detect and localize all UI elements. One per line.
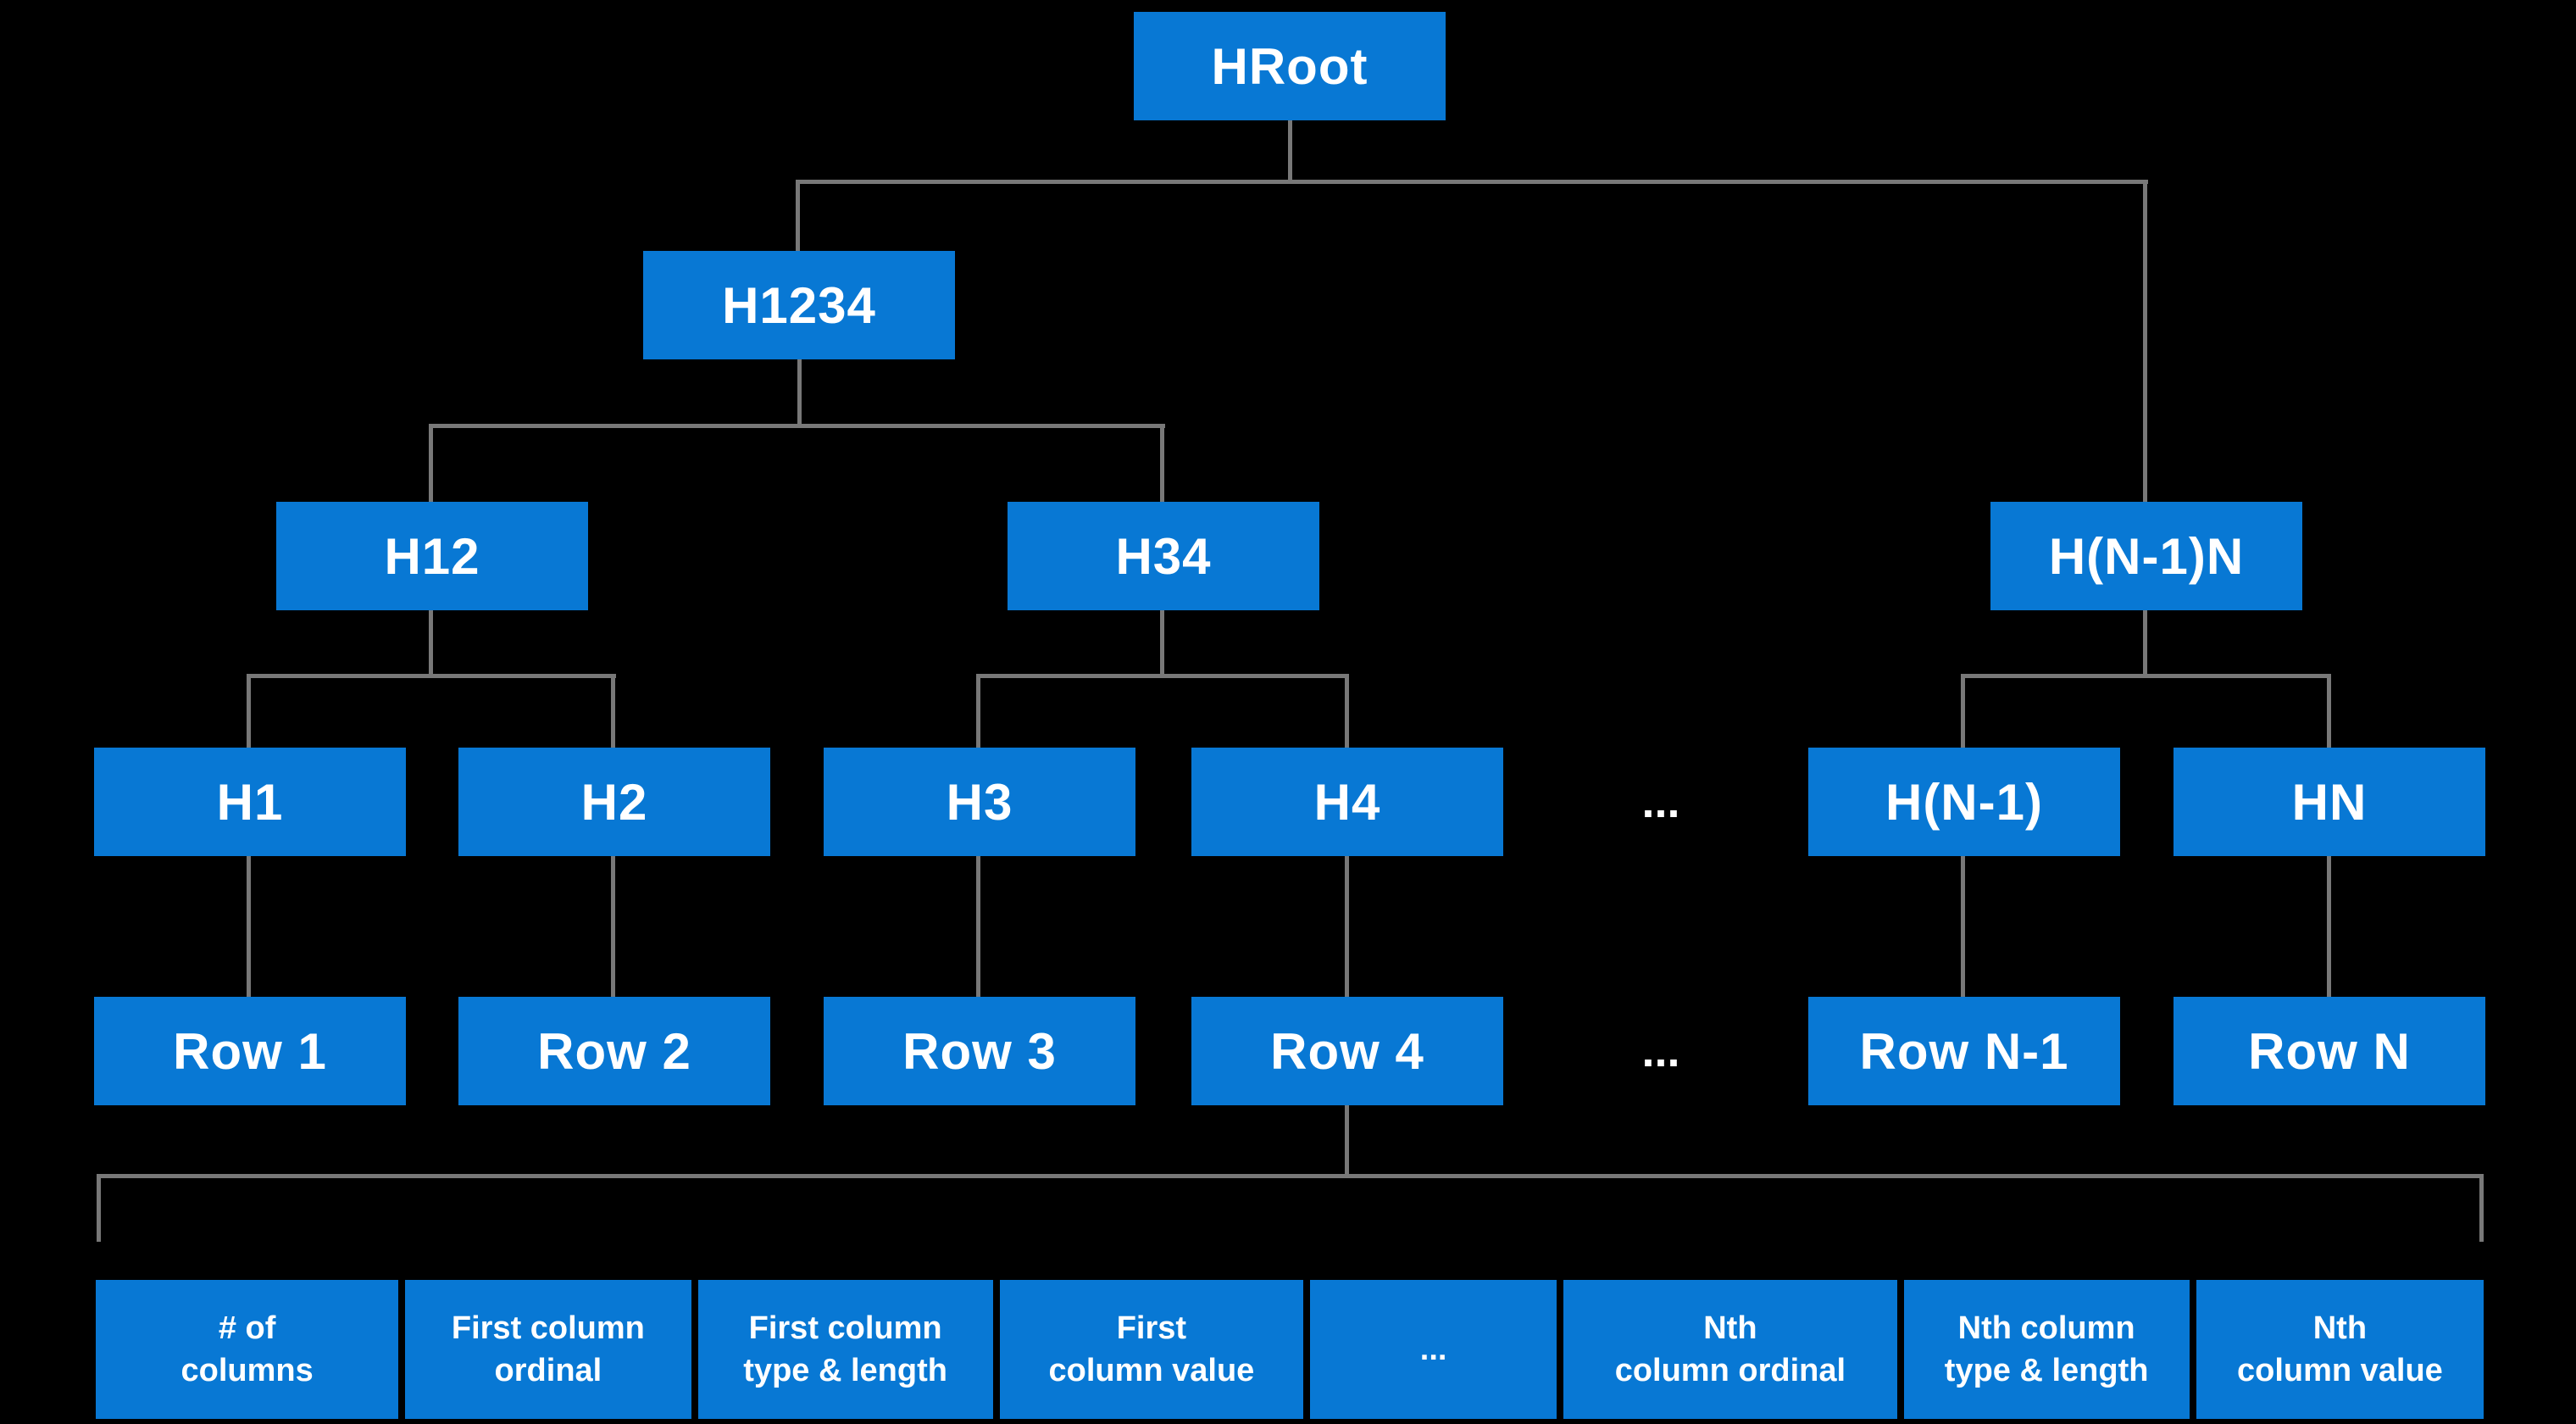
connector-line xyxy=(978,674,1349,678)
node-h2: H2 xyxy=(458,748,770,856)
connector-line xyxy=(1961,856,1965,997)
ellipsis-rows: ... xyxy=(1641,1026,1680,1076)
record-cell-line: type & length xyxy=(743,1353,947,1388)
node-h1: H1 xyxy=(94,748,406,856)
connector-line xyxy=(430,424,1165,428)
record-cell-line: # of xyxy=(218,1310,276,1346)
node-h4: H4 xyxy=(1191,748,1503,856)
record-cell-first-value: First column value xyxy=(999,1280,1304,1419)
connector-line xyxy=(2327,856,2331,997)
node-h12: H12 xyxy=(276,502,588,610)
record-cell-nth-ordinal: Nth column ordinal xyxy=(1563,1280,1897,1419)
node-hroot: HRoot xyxy=(1134,12,1446,120)
record-cell-line: First column xyxy=(748,1310,942,1346)
connector-line xyxy=(1961,674,1965,748)
node-hn: HN xyxy=(2174,748,2485,856)
connector-line xyxy=(1160,610,1164,677)
connector-line xyxy=(429,424,433,502)
connector-line xyxy=(796,180,800,251)
record-cell-num-columns: # of columns xyxy=(96,1280,399,1419)
row-record-strip: # of columns First column ordinal First … xyxy=(96,1280,2484,1419)
connector-line xyxy=(1345,856,1349,997)
node-h34: H34 xyxy=(1008,502,1319,610)
record-cell-line: Nth xyxy=(2312,1310,2368,1346)
connector-line xyxy=(1160,424,1164,502)
connector-line xyxy=(247,856,251,997)
connector-line xyxy=(797,180,2148,184)
connector-line xyxy=(2479,1174,2484,1242)
node-row2: Row 2 xyxy=(458,997,770,1105)
connector-line xyxy=(2143,610,2147,677)
record-cell-nth-type-length: Nth column type & length xyxy=(1903,1280,2190,1419)
connector-line xyxy=(611,674,615,748)
node-row1: Row 1 xyxy=(94,997,406,1105)
record-cell-line: column ordinal xyxy=(1614,1353,1846,1388)
record-cell-first-ordinal: First column ordinal xyxy=(405,1280,691,1419)
node-rown: Row N xyxy=(2174,997,2485,1105)
connector-line xyxy=(97,1174,101,1242)
connector-line xyxy=(248,674,616,678)
record-cell-line: type & length xyxy=(1944,1353,2149,1388)
record-cell-line: Nth column xyxy=(1957,1310,2135,1346)
record-cell-line: ordinal xyxy=(494,1353,602,1388)
node-rown1: Row N-1 xyxy=(1808,997,2120,1105)
record-cell-line: First xyxy=(1116,1310,1187,1346)
connector-line xyxy=(976,856,980,997)
record-cell-line: Nth xyxy=(1703,1310,1757,1346)
connector-line xyxy=(1345,674,1349,748)
connector-line xyxy=(1345,1105,1349,1178)
node-h3: H3 xyxy=(824,748,1135,856)
connector-line xyxy=(429,610,433,677)
record-cell-nth-value: Nth column value xyxy=(2196,1280,2484,1419)
record-cell-line: columns xyxy=(180,1353,314,1388)
connector-line xyxy=(2143,180,2147,502)
record-cell-line: ... xyxy=(1419,1331,1447,1367)
node-hn1n: H(N-1)N xyxy=(1990,502,2302,610)
connector-line xyxy=(1963,674,2331,678)
connector-line xyxy=(2327,674,2331,748)
record-cell-ellipsis: ... xyxy=(1310,1280,1557,1419)
connector-line xyxy=(1288,120,1292,183)
node-hn1: H(N-1) xyxy=(1808,748,2120,856)
connector-line xyxy=(976,674,980,748)
connector-line xyxy=(97,1174,2484,1178)
connector-line xyxy=(611,856,615,997)
record-cell-line: column value xyxy=(2236,1353,2443,1388)
ellipsis-hashes: ... xyxy=(1641,776,1680,827)
node-h1234: H1234 xyxy=(643,251,955,359)
node-row3: Row 3 xyxy=(824,997,1135,1105)
connector-line xyxy=(797,359,802,427)
record-cell-first-type-length: First column type & length xyxy=(697,1280,993,1419)
connector-line xyxy=(247,674,251,748)
node-row4: Row 4 xyxy=(1191,997,1503,1105)
record-cell-line: column value xyxy=(1048,1353,1255,1388)
record-cell-line: First column xyxy=(451,1310,645,1346)
